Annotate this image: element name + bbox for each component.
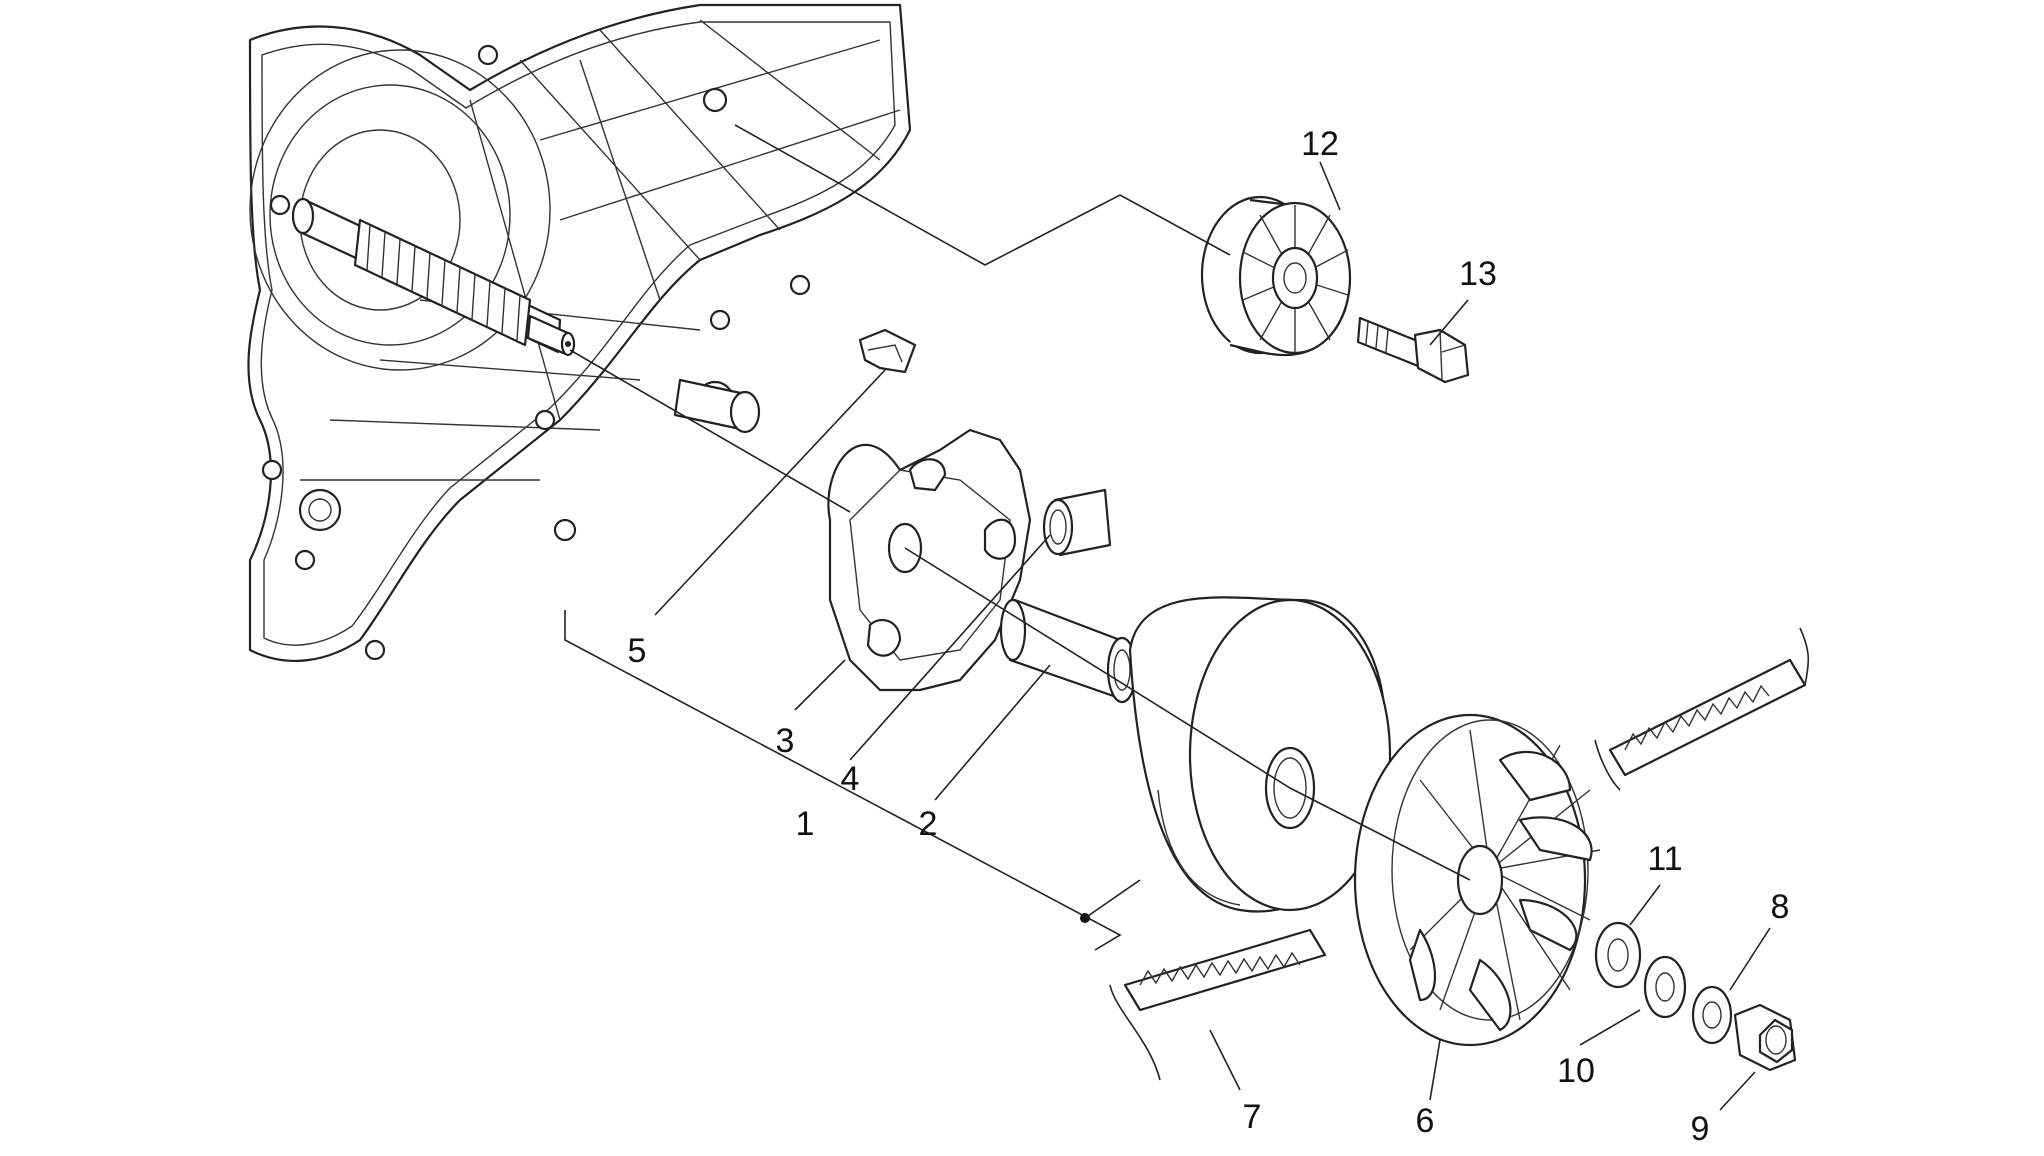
part-7-belt — [1109, 627, 1810, 1081]
part-6-fan-pulley — [1353, 713, 1601, 1047]
leader-lines — [564, 124, 1771, 1111]
part-8-lock-washer — [1691, 985, 1733, 1045]
callout-6: 6 — [1416, 1102, 1435, 1140]
part-1-pulley-half — [1128, 596, 1392, 913]
part-3-ramp-plate — [827, 428, 1032, 692]
callout-3: 3 — [776, 722, 795, 760]
part-9-nut — [1733, 1003, 1797, 1072]
part-10-washer — [1643, 955, 1687, 1019]
callout-13: 13 — [1459, 255, 1497, 293]
part-12-idler-pulley — [1200, 195, 1352, 357]
callout-4: 4 — [841, 760, 860, 798]
part-4-small-bushing — [1042, 488, 1112, 557]
callout-11: 11 — [1647, 840, 1682, 878]
part-13-bolt — [1356, 316, 1470, 384]
callout-12: 12 — [1301, 125, 1339, 163]
callout-9: 9 — [1691, 1110, 1710, 1148]
part-11-washer — [1594, 921, 1642, 989]
part-5-slider — [858, 328, 917, 374]
part-2-sleeve — [999, 598, 1138, 704]
callout-7: 7 — [1243, 1098, 1262, 1136]
callout-5: 5 — [628, 632, 647, 670]
housing-bolt-holes — [261, 44, 811, 661]
callout-2: 2 — [919, 805, 938, 843]
callout-8: 8 — [1771, 888, 1790, 926]
crankcase-housing — [247, 3, 912, 662]
callout-labels: 12 13 5 3 4 1 2 11 8 10 7 6 9 — [628, 125, 1790, 1148]
callout-10: 10 — [1557, 1052, 1595, 1090]
splined-drive-shaft — [291, 197, 576, 357]
callout-1: 1 — [796, 805, 815, 843]
